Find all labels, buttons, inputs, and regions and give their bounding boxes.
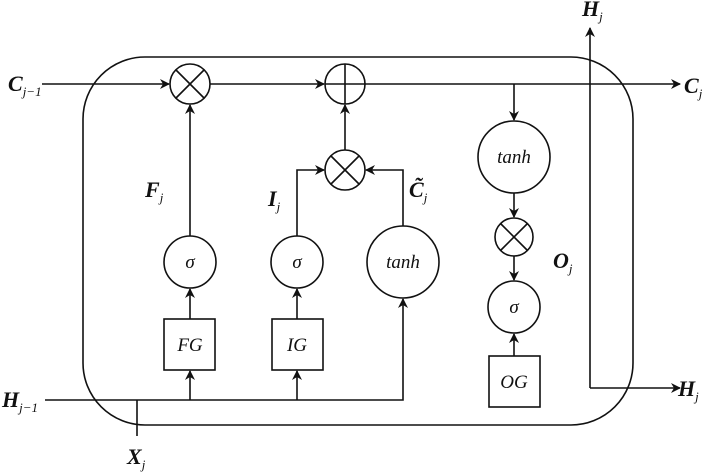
forget-gate-box: FG (163, 318, 216, 371)
svg-text:IG: IG (286, 335, 307, 356)
svg-text:tanh: tanh (497, 147, 531, 168)
add-node (324, 63, 366, 105)
output-sigma-node: σ (487, 280, 541, 334)
hidden-prev-line (45, 298, 408, 401)
svg-text:OG: OG (500, 372, 528, 393)
label-h-out: Hj (677, 376, 699, 404)
label-h-top: Hj (581, 0, 603, 24)
label-output: Oj (553, 248, 573, 276)
label-input: Ij (267, 186, 281, 214)
output-multiply-node (494, 217, 534, 257)
label-candidate: C̃j (409, 177, 428, 205)
forget-multiply-node (169, 63, 211, 105)
candidate-tanh-node: tanh (366, 225, 440, 299)
label-c-out: Cj (684, 73, 703, 101)
svg-text:σ: σ (509, 297, 519, 318)
output-gate-box: OG (488, 355, 541, 408)
svg-text:FG: FG (176, 335, 203, 356)
cell-boundary (82, 56, 634, 426)
input-gate-box: IG (271, 318, 324, 371)
label-forget: Fj (144, 177, 164, 205)
output-tanh-node: tanh (477, 120, 551, 194)
svg-text:σ: σ (292, 252, 302, 273)
label-x-in: Xj (126, 444, 146, 472)
forget-sigma-node: σ (163, 235, 217, 289)
input-sigma-node: σ (270, 235, 324, 289)
svg-text:σ: σ (185, 252, 195, 273)
svg-text:tanh: tanh (386, 252, 420, 273)
candidate-to-mult (365, 165, 404, 226)
label-h-prev: Hj−1 (1, 387, 38, 415)
label-c-prev: Cj−1 (8, 71, 42, 99)
input-to-mult (296, 165, 325, 236)
input-multiply-node (324, 149, 366, 191)
